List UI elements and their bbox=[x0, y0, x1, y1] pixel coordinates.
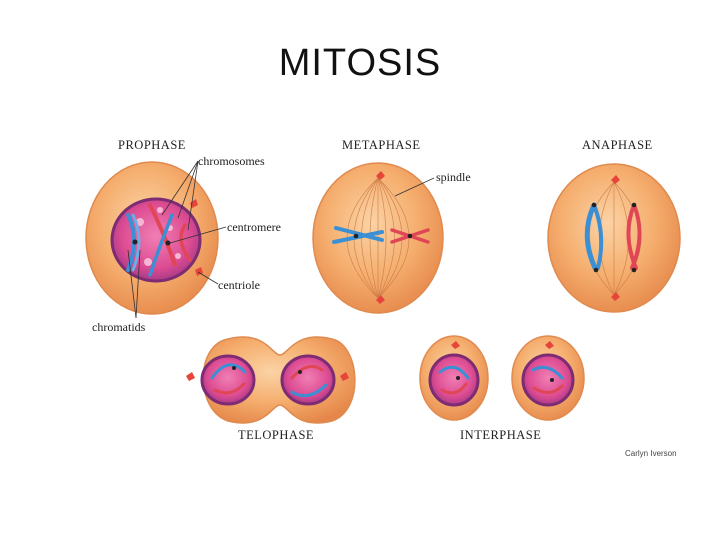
centriole-icon bbox=[190, 199, 198, 208]
centriole-icon bbox=[340, 372, 349, 381]
label-telophase: TELOPHASE bbox=[238, 428, 315, 442]
centriole-icon bbox=[611, 292, 620, 301]
centromere-dot bbox=[132, 239, 138, 245]
anaphase-cell bbox=[547, 163, 681, 313]
anaphase-chromosomes bbox=[584, 202, 642, 271]
centriole-icon bbox=[451, 341, 460, 349]
prophase-leader-lines bbox=[127, 160, 227, 319]
image-credit: Carlyn Iverson bbox=[625, 449, 677, 458]
annotation-centriole: centriole bbox=[218, 278, 260, 292]
metaphase-cell bbox=[312, 162, 444, 314]
interphase-cell-left bbox=[419, 335, 489, 421]
interphase-cell-right bbox=[511, 335, 585, 421]
centriole-icon bbox=[611, 175, 620, 184]
prophase-cell bbox=[85, 161, 219, 315]
annotation-chromatids: chromatids bbox=[92, 320, 146, 334]
annotation-spindle: spindle bbox=[436, 170, 471, 184]
centriole-icon bbox=[545, 341, 554, 349]
label-prophase: PROPHASE bbox=[118, 138, 186, 152]
label-metaphase: METAPHASE bbox=[342, 138, 421, 152]
centriole-icon bbox=[186, 372, 195, 381]
prophase-nucleus bbox=[110, 197, 202, 283]
label-interphase: INTERPHASE bbox=[460, 428, 542, 442]
annotation-chromosomes: chromosomes bbox=[198, 154, 265, 168]
page-title: MITOSIS bbox=[278, 42, 442, 84]
centriole-icon bbox=[376, 295, 385, 304]
label-anaphase: ANAPHASE bbox=[582, 138, 653, 152]
telophase-cell bbox=[186, 336, 356, 424]
annotation-centromere: centromere bbox=[227, 220, 281, 234]
centromere-dot bbox=[165, 240, 171, 246]
centriole-icon bbox=[376, 171, 385, 180]
